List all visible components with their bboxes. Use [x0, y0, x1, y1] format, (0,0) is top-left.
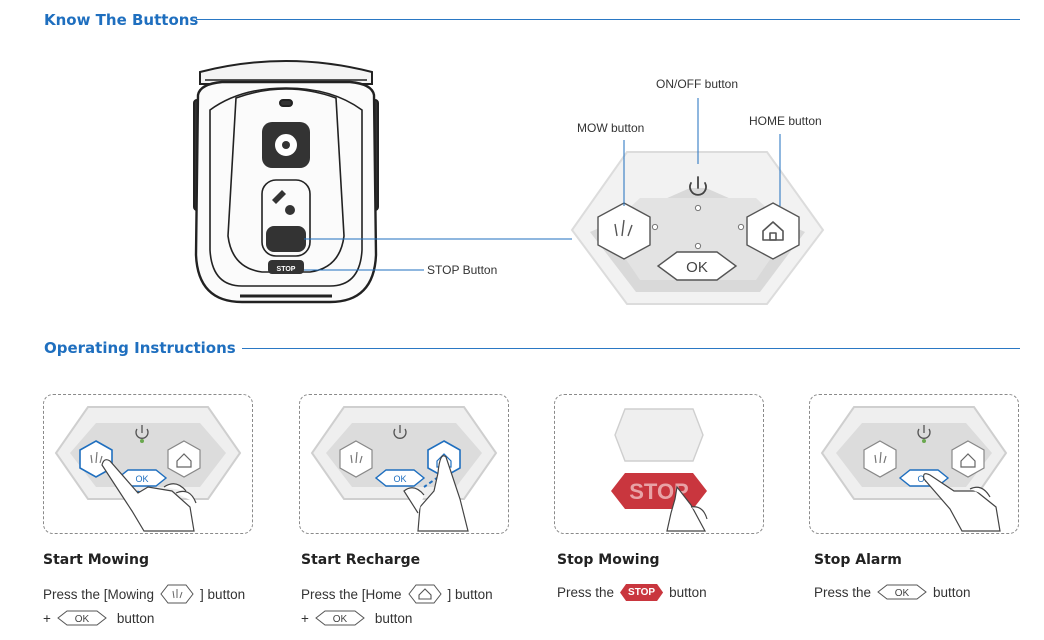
- know-buttons-title: Know The Buttons: [44, 11, 199, 29]
- ok-button-pill: OK: [57, 610, 107, 626]
- mow-callout: MOW button: [577, 121, 645, 135]
- home-button[interactable]: [746, 202, 800, 260]
- instruction-text: Press the [Mowing: [43, 586, 155, 602]
- instruction-text: button: [116, 610, 155, 626]
- instruction-text: button: [933, 584, 971, 600]
- step-card-stop-mowing: STOP: [554, 394, 764, 534]
- know-buttons-rule: [196, 19, 1020, 20]
- ok-label: OK: [333, 614, 348, 625]
- power-icon: [393, 425, 407, 439]
- home-icon: [176, 453, 192, 468]
- step-card-stop-alarm: OK: [809, 394, 1019, 534]
- operating-instructions-rule: [242, 348, 1020, 349]
- start-mowing-illustration: OK: [54, 406, 242, 532]
- instruction-text: ] button: [200, 586, 246, 602]
- plus-sign: +: [43, 610, 51, 626]
- stop-mowing-illustration: STOP: [611, 408, 708, 532]
- step-card-start-recharge: OK: [299, 394, 509, 534]
- home-icon: [960, 453, 976, 468]
- ok-label: OK: [393, 474, 406, 484]
- ok-label: OK: [75, 614, 90, 625]
- start-recharge-illustration: OK: [310, 406, 498, 532]
- power-icon: [135, 425, 149, 439]
- operating-instructions-title: Operating Instructions: [44, 339, 236, 357]
- home-icon: [762, 221, 784, 241]
- mow-icon: [90, 451, 103, 464]
- home-button[interactable]: [167, 440, 201, 478]
- power-icon: [689, 176, 707, 196]
- ok-label: OK: [686, 259, 708, 276]
- ok-label: OK: [135, 474, 148, 484]
- robot-panel-icon: [272, 190, 295, 215]
- step-line-stop-mowing-1: Press the STOP button: [557, 584, 707, 601]
- step-line-start-mowing-2: + OK button: [43, 610, 154, 626]
- mow-icon: [614, 219, 633, 237]
- home-button-pill: [407, 584, 442, 604]
- power-icon: [917, 425, 931, 439]
- instruction-text: button: [669, 585, 707, 600]
- mow-icon: [874, 451, 887, 464]
- robot-stop-label: STOP: [277, 266, 296, 273]
- instruction-text: ] button: [447, 586, 493, 602]
- operating-instructions-heading: Operating Instructions: [44, 336, 236, 360]
- stop-alarm-illustration: OK: [820, 406, 1008, 532]
- home-callout: HOME button: [749, 114, 822, 128]
- home-icon: [417, 588, 432, 600]
- instruction-text: Press the [Home: [301, 586, 402, 602]
- step-line-stop-alarm-1: Press the OK button: [814, 584, 971, 600]
- mow-button[interactable]: [597, 202, 651, 260]
- plus-sign: +: [301, 610, 309, 626]
- hand-icon: [923, 473, 1001, 532]
- stop-callout: STOP Button: [427, 263, 498, 277]
- instruction-text: Press the: [557, 585, 615, 600]
- robot-mower: [193, 60, 379, 304]
- hand-icon: [403, 455, 469, 532]
- hand-icon: [101, 459, 197, 532]
- mow-button-pill: [160, 584, 194, 604]
- step-card-start-mowing: OK: [43, 394, 253, 534]
- instruction-text: button: [374, 610, 413, 626]
- home-button[interactable]: [951, 440, 985, 478]
- home-icon: [436, 453, 452, 468]
- ok-button[interactable]: [656, 251, 738, 281]
- step-line-start-recharge-2: + OK button: [301, 610, 412, 626]
- stop-badge: STOP: [620, 584, 664, 601]
- ok-button[interactable]: [374, 469, 426, 487]
- ok-button-pill: OK: [315, 610, 365, 626]
- mow-icon: [350, 451, 363, 464]
- step-title-start-recharge: Start Recharge: [301, 552, 421, 568]
- step-line-start-mowing-1: Press the [Mowing ] button: [43, 584, 245, 604]
- step-line-start-recharge-1: Press the [Home ] button: [301, 584, 493, 604]
- know-buttons-heading: Know The Buttons: [44, 8, 198, 32]
- ok-button-pill: OK: [877, 584, 927, 600]
- hand-icon: [666, 485, 708, 532]
- step-title-start-mowing: Start Mowing: [43, 552, 149, 568]
- ok-label: OK: [895, 588, 910, 599]
- step-title-stop-mowing: Stop Mowing: [557, 552, 660, 568]
- step-title-stop-alarm: Stop Alarm: [814, 552, 902, 568]
- onoff-callout: ON/OFF button: [656, 77, 739, 91]
- instruction-text: Press the: [814, 584, 872, 600]
- mow-icon: [172, 589, 183, 599]
- buttons-illustration: STOP OK: [193, 60, 825, 305]
